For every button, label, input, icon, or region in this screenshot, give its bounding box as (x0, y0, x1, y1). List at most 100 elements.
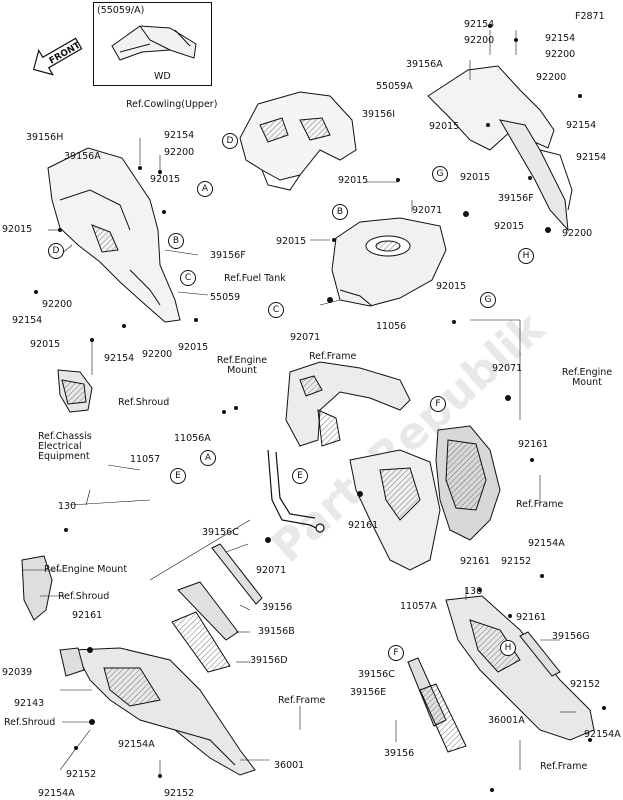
part-label: 92200 (536, 72, 567, 83)
callout-e: E (292, 468, 308, 484)
part-label: 92152 (570, 679, 601, 690)
part-label: 92071 (412, 205, 443, 216)
figure-code: F2871 (575, 11, 605, 22)
part-label: 92015 (494, 221, 525, 232)
part-label: 92200 (142, 349, 173, 360)
ref-frame-right: Ref.Frame (516, 499, 564, 510)
part-label: 39156I (362, 109, 396, 120)
part-label: 92015 (429, 121, 460, 132)
part-label: 39156H (26, 132, 64, 143)
part-label: 92015 (436, 281, 467, 292)
leader-lines (22, 30, 576, 776)
part-label: 36001 (274, 760, 305, 771)
trim-strip-right (407, 631, 561, 753)
part-label: 39156A (406, 59, 443, 70)
part-label: 92161 (516, 612, 547, 623)
ref-shroud-3: Ref.Shroud (4, 717, 56, 728)
callout-c: C (180, 270, 196, 286)
part-label: 92154 (464, 19, 495, 30)
inset-variant-label: (55059/A) (97, 5, 145, 16)
part-label: 39156G (552, 631, 590, 642)
center-side-panel-sketch (349, 449, 441, 571)
part-label: 55059A (376, 81, 413, 92)
part-label: 92161 (348, 520, 379, 531)
ref-engine-mount-left: Ref.Engine Mount (44, 564, 128, 575)
part-label: 92015 (150, 174, 181, 185)
shroud-left-sketch (57, 369, 93, 413)
frame-cover-right-sketch (435, 425, 501, 541)
callout-g: G (480, 292, 496, 308)
front-direction-badge: FRONT (32, 37, 83, 76)
part-label: 92154 (545, 33, 576, 44)
part-label: 39156E (350, 687, 387, 698)
ref-frame-bottom-center: Ref.Frame (278, 695, 326, 706)
part-label: 39156F (498, 193, 534, 204)
part-label: 92154 (104, 353, 135, 364)
callout-f: F (430, 396, 446, 412)
part-label: 92154 (12, 315, 43, 326)
part-label: 92015 (276, 236, 307, 247)
part-label: 92200 (562, 228, 593, 239)
callout-b: B (332, 204, 348, 220)
callout-f: F (388, 645, 404, 661)
ref-shroud-2: Ref.Shroud (58, 591, 110, 602)
left-cowl-sketch (47, 147, 181, 323)
callout-a: A (200, 450, 216, 466)
part-label: 39156 (262, 602, 293, 613)
callout-h: H (518, 248, 534, 264)
part-label: 92071 (290, 332, 321, 343)
upper-cowling-sketch (239, 91, 357, 191)
ref-frame-bottom-right: Ref.Frame (540, 761, 588, 772)
callout-c: C (268, 302, 284, 318)
part-label: 92152 (164, 788, 195, 799)
lower-right-fairing-sketch (445, 595, 595, 741)
part-label: 92015 (2, 224, 33, 235)
part-label: 92154A (38, 788, 75, 799)
part-label: 11057 (130, 454, 161, 465)
part-label: 92015 (460, 172, 491, 183)
engine-mount-bracket-sketch (267, 449, 325, 533)
part-label: 36001A (488, 715, 525, 726)
inset-cowl-sketch (111, 25, 197, 61)
part-label: 39156F (210, 250, 246, 261)
part-label: 130 (58, 501, 77, 512)
fasteners (34, 24, 606, 792)
part-label: 92200 (545, 49, 576, 60)
callout-g: G (432, 166, 448, 182)
part-label: 92015 (338, 175, 369, 186)
inset-note-label: WD (154, 71, 171, 82)
part-label: 92015 (30, 339, 61, 350)
callout-d: D (48, 243, 64, 259)
trim-strip-left (171, 543, 263, 673)
part-label: 11056A (174, 433, 211, 444)
callout-d: D (222, 133, 238, 149)
part-label: 39156C (358, 669, 395, 680)
part-label: 92071 (492, 363, 523, 374)
part-label: 92154A (118, 739, 155, 750)
part-label: 92154A (584, 729, 621, 740)
part-label: 92161 (518, 439, 549, 450)
ref-cowling-upper: Ref.Cowling(Upper) (126, 99, 218, 110)
callout-h: H (500, 640, 516, 656)
part-label: 130 (464, 586, 483, 597)
lower-left-bracket-sketch (21, 555, 85, 677)
part-label: 92154 (566, 120, 597, 131)
part-label: 92154A (528, 538, 565, 549)
part-label: 55059 (210, 292, 241, 303)
part-label: 39156D (250, 655, 288, 666)
part-label: 92161 (460, 556, 491, 567)
right-upper-cowl-sketch (427, 65, 573, 232)
part-label: 92200 (42, 299, 73, 310)
part-label: 39156C (202, 527, 239, 538)
part-label: 92154 (576, 152, 607, 163)
part-label: 39156A (64, 151, 101, 162)
ref-fuel-tank: Ref.Fuel Tank (224, 273, 286, 284)
part-label: 92039 (2, 667, 33, 678)
callout-a: A (197, 181, 213, 197)
frame-sketch (285, 361, 411, 447)
